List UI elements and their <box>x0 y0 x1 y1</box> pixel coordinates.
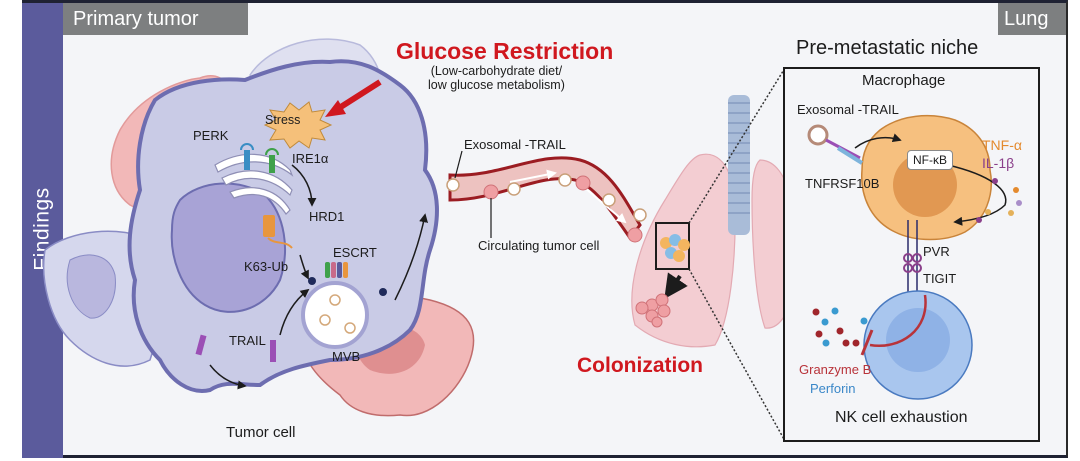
perk-label: PERK <box>193 128 229 143</box>
lung-tag: Lung <box>998 3 1066 35</box>
glucose-subtitle-line2: low glucose metabolism) <box>428 78 565 92</box>
glucose-restriction-arrow <box>334 79 382 113</box>
hrd1-complex <box>263 215 293 249</box>
colonization-label: Colonization <box>577 354 703 377</box>
mvb-exosomes <box>319 294 356 334</box>
lung-niche-cells <box>660 234 690 262</box>
ire1a-receptor-icon <box>265 148 279 173</box>
inhibition-line <box>869 294 927 347</box>
stress-label: Stress <box>265 113 301 127</box>
glucose-restriction-title: Glucose Restriction <box>396 38 614 64</box>
cytokine-dots <box>976 178 1022 223</box>
perforin-label: Perforin <box>810 381 856 396</box>
glucose-subtitle-line1: (Low-carbohydrate diet/ <box>430 64 563 78</box>
inhibition-bar <box>860 329 874 356</box>
pre-metastatic-niche-title: Pre-metastatic niche <box>796 37 979 59</box>
vessel-flow-arrow <box>509 169 557 183</box>
tumor-cell-bg-left-nucleus <box>66 254 116 319</box>
side-band <box>22 0 63 458</box>
trail-receptor-icon <box>270 340 276 362</box>
zoom-dotted-line-bottom <box>688 268 786 442</box>
ire-to-hrd1-arrow <box>291 164 317 207</box>
macrophage-label: Macrophage <box>862 72 946 89</box>
ubiquitin-dot <box>308 277 316 285</box>
metastatic-colony <box>635 293 671 328</box>
perk-receptor-icon <box>240 143 254 170</box>
tnfrsf-to-nfkb-arrow <box>854 133 902 149</box>
tnfa-label: TNF-α <box>982 137 1022 153</box>
mvb-vesicle <box>301 281 369 349</box>
trachea-icon <box>728 95 750 235</box>
granzyme-perforin-dots <box>812 307 868 347</box>
stress-burst-icon <box>263 101 333 149</box>
exo-leader-line <box>454 150 463 179</box>
niche-exosomal-trail-label: Exosomal -TRAIL <box>797 102 899 117</box>
circulating-tumor-cells <box>483 175 643 243</box>
ire1a-label: IRE1α <box>292 151 329 166</box>
k63-ub-label: K63-Ub <box>244 259 289 274</box>
ubiquitin-dot <box>379 288 387 296</box>
tumor-cell-label: Tumor cell <box>226 424 296 441</box>
nk-exhaustion-label: NK cell exhaustion <box>835 409 968 426</box>
escrt-label: ESCRT <box>333 245 377 260</box>
glucose-arrowhead-icon <box>325 100 346 117</box>
granzyme-b-label: Granzyme B <box>799 362 872 377</box>
trail-to-mvb-arrow <box>279 288 310 336</box>
escrt-complex-icon <box>325 262 348 278</box>
exosomal-trail-label: Exosomal -TRAIL <box>464 137 566 152</box>
nfkb-label: NF-κB <box>907 150 953 170</box>
k63-arrow <box>299 254 309 280</box>
trail-label: TRAIL <box>229 333 266 348</box>
pvr-label: PVR <box>923 244 950 259</box>
nk-cell-nucleus <box>886 308 950 372</box>
il1b-label: IL-1β <box>982 155 1015 171</box>
trail-receptor-icon <box>195 334 207 356</box>
cytokine-loop-arrow <box>947 164 1007 226</box>
glucose-restriction-subtitle: (Low-carbohydrate diet/ low glucose meta… <box>428 64 565 92</box>
tigit-label: TIGIT <box>923 271 957 286</box>
mvb-label: MVB <box>332 349 361 364</box>
colonization-arrow <box>664 272 688 299</box>
mvb-to-membrane-arrow <box>394 213 428 301</box>
circulating-exosomes <box>446 173 647 222</box>
hrd1-label: HRD1 <box>309 209 345 224</box>
primary-tumor-tag: Primary tumor <box>63 3 248 35</box>
circulating-tumor-cell-label: Circulating tumor cell <box>478 238 600 253</box>
endocytosis-arrow <box>209 364 247 390</box>
exosome-trail-right-icon <box>807 124 864 165</box>
tnfrsf10b-label: TNFRSF10B <box>805 176 880 191</box>
pvr-tigit-receptor-icon <box>903 220 922 300</box>
